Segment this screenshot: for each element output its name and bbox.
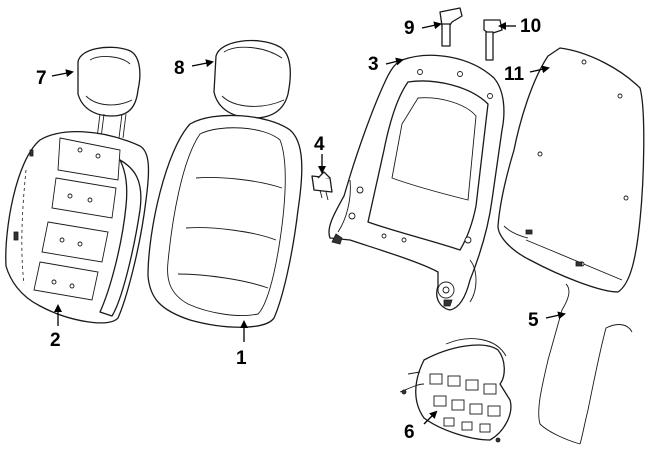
callout-9: 9 [404,18,415,39]
wire-rod-icon[interactable] [538,283,633,445]
headrest-icon[interactable] [213,39,291,119]
bolt-icon[interactable] [311,171,333,201]
leader-3 [385,57,404,66]
callout-5: 5 [528,310,539,331]
callout-10: 10 [520,16,541,37]
callout-11: 11 [504,64,525,85]
headrest-guide-icon[interactable] [439,7,463,47]
callout-1: 1 [236,348,247,369]
callouts: 1 2 3 4 5 6 7 8 9 10 11 [36,16,541,443]
leader-8 [191,59,214,68]
headrest-with-posts-icon[interactable] [77,46,141,139]
callout-6: 6 [404,422,415,443]
callout-7: 7 [36,68,47,89]
leader-7 [51,69,74,78]
lumbar-support-icon[interactable] [399,338,512,443]
callout-3: 3 [368,54,379,75]
leader-6 [423,410,438,425]
callout-2: 2 [50,330,61,351]
back-panel-icon[interactable] [497,47,645,293]
callout-8: 8 [174,58,185,79]
leader-lines [51,21,566,425]
leader-11 [529,65,550,74]
seat-back-frame-icon[interactable] [328,54,505,311]
leader-9 [421,21,442,30]
callout-4: 4 [314,134,325,155]
leader-5 [545,311,566,320]
seat-back-pad-icon[interactable] [5,130,150,324]
headrest-guide-icon[interactable] [483,19,503,61]
seat-back-cover-icon[interactable] [147,114,303,328]
